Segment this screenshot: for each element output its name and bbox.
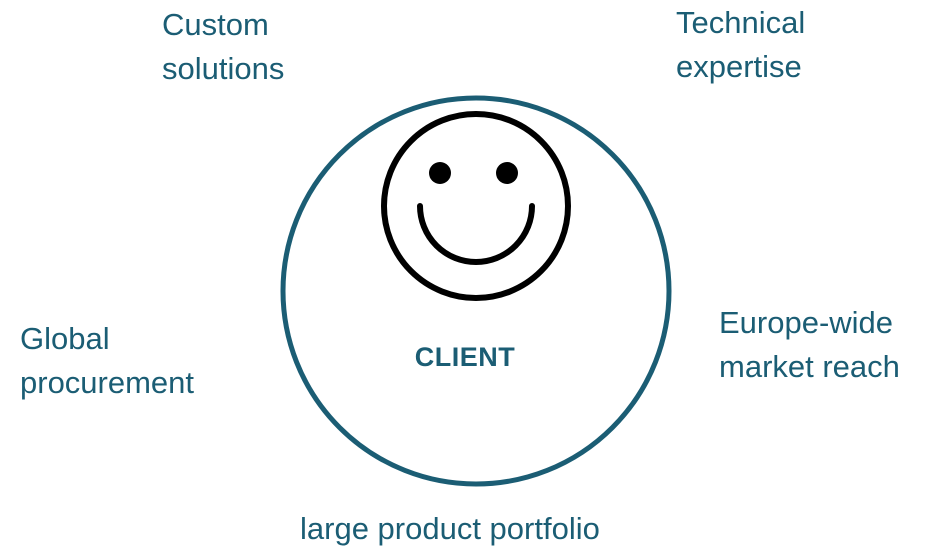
europe-market-reach-line-1: Europe-wide: [719, 305, 894, 340]
global-procurement-line-1: Global: [20, 321, 110, 356]
product-portfolio-line-1: large product portfolio: [300, 511, 600, 546]
client-circle: [280, 95, 672, 487]
global-procurement-line-2: procurement: [20, 365, 195, 400]
custom-solutions-line-1: Custom: [162, 7, 269, 42]
smiley-face-icon: [381, 111, 571, 301]
product-portfolio-label: large product portfolio: [300, 507, 600, 551]
custom-solutions-line-2: solutions: [162, 51, 285, 86]
technical-expertise-line-2: expertise: [676, 49, 802, 84]
global-procurement-label: Global procurement: [20, 317, 194, 405]
custom-solutions-label: Custom solutions: [162, 3, 284, 91]
client-label: CLIENT: [414, 342, 516, 372]
europe-market-reach-line-2: market reach: [719, 349, 900, 384]
europe-market-reach-label: Europe-wide market reach: [719, 301, 900, 389]
technical-expertise-label: Technical expertise: [676, 1, 805, 89]
technical-expertise-line-1: Technical: [676, 5, 806, 40]
